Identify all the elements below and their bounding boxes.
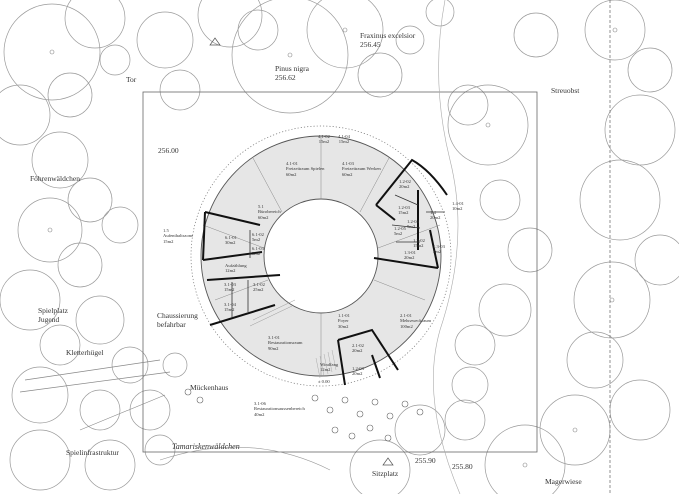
outer-terrace-ring [190, 125, 452, 387]
markers [209, 37, 394, 466]
label-pinus: Pinus nigra [275, 64, 309, 73]
label-tamariskenwaeldchen: Tamariskenwäldchen [172, 442, 240, 451]
label-mueckenhaus: Mückenhaus [190, 383, 229, 392]
label-tor: Tor [126, 75, 137, 84]
ramp [249, 299, 296, 327]
level-0-00: ± 0.00 [318, 379, 330, 384]
inner-wall [263, 198, 379, 314]
label-spielinfrastruktur: Spielinfrastruktur [66, 448, 119, 457]
label-spielplatz-jugend: Jugend [38, 315, 60, 324]
label-fraxinus: Fraxinus excelsior [360, 31, 416, 40]
label-chaussierung-befahrbar: befahrbar [157, 320, 186, 329]
label-sitzplatz: Sitzplatz [372, 469, 399, 478]
outdoor-seating [184, 388, 424, 442]
label-pinus-level: 256.62 [275, 73, 296, 82]
site-boundary [142, 91, 538, 453]
label-fraxinus-level: 256.45 [360, 40, 381, 49]
label-foehrenwaeldchen: Föhrenwäldchen [30, 174, 80, 183]
stairs [315, 349, 337, 379]
level-255-80: 255.80 [452, 462, 473, 471]
label-kletterhuegel: Kletterhügel [66, 348, 104, 357]
level-256-00: 256.00 [158, 146, 179, 155]
partition-lines [202, 136, 441, 376]
label-magerwiese: Magerwiese [545, 477, 582, 486]
label-spielplatz: Spielplatz [38, 306, 68, 315]
label-streuobst: Streuobst [551, 86, 580, 95]
tree-trunks [47, 27, 618, 468]
label-chaussierung: Chaussierung [157, 311, 198, 320]
level-255-90: 255.90 [415, 456, 436, 465]
bold-walls [202, 158, 448, 386]
